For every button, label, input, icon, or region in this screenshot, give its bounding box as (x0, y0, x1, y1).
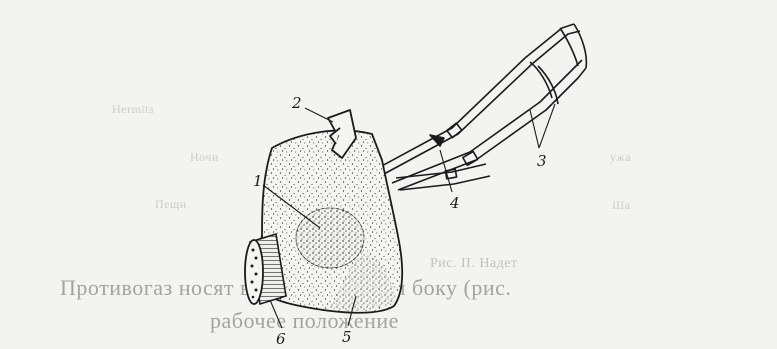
head-straps (378, 24, 586, 190)
callout-5: 5 (342, 328, 352, 346)
callout-3: 3 (537, 152, 547, 170)
callout-2: 2 (291, 94, 302, 112)
callout-1: 1 (253, 172, 263, 190)
callout-6: 6 (276, 330, 286, 348)
callout-4: 4 (449, 194, 460, 212)
